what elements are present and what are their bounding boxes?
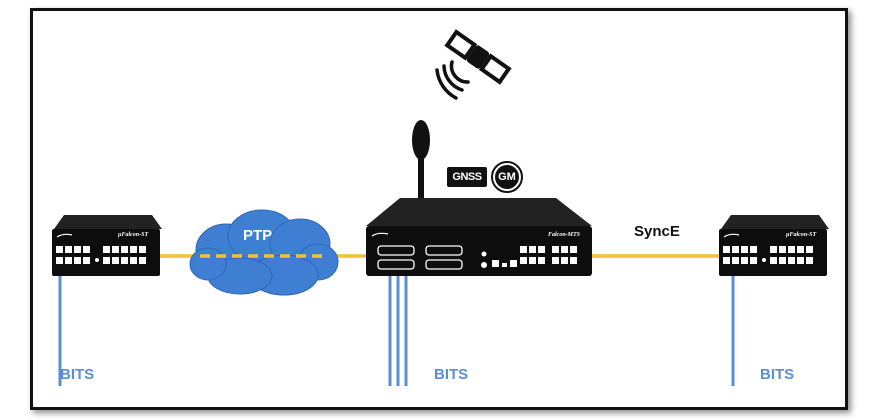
device-left-ports	[56, 246, 146, 264]
device-center-name: Falcon-MTS	[548, 232, 581, 238]
cloud-icon	[189, 209, 339, 296]
satellite-icon	[444, 29, 512, 85]
synce-label: SyncE	[634, 223, 680, 240]
signal-waves-icon	[435, 60, 470, 100]
device-center-ports	[481, 246, 577, 268]
bits-label-left: BITS	[60, 366, 95, 383]
device-right-ports	[723, 246, 813, 264]
device-left	[52, 215, 162, 276]
gnss-antenna-icon	[412, 120, 430, 198]
device-right-name: µFalcon-ST	[786, 232, 817, 238]
bits-lines	[58, 272, 735, 386]
gnss-badge: GNSS	[452, 171, 482, 183]
gm-badge: GM	[498, 171, 516, 183]
device-center	[366, 198, 592, 276]
gm-badge-bg	[495, 165, 519, 189]
device-center-connectors	[377, 245, 463, 270]
device-left-name: µFalcon-ST	[118, 232, 149, 238]
bits-label-center: BITS	[434, 366, 469, 383]
gnss-badge-bg	[447, 167, 487, 187]
ptp-label: PTP	[243, 227, 273, 244]
bits-label-right: BITS	[760, 366, 795, 383]
device-right	[719, 215, 829, 276]
